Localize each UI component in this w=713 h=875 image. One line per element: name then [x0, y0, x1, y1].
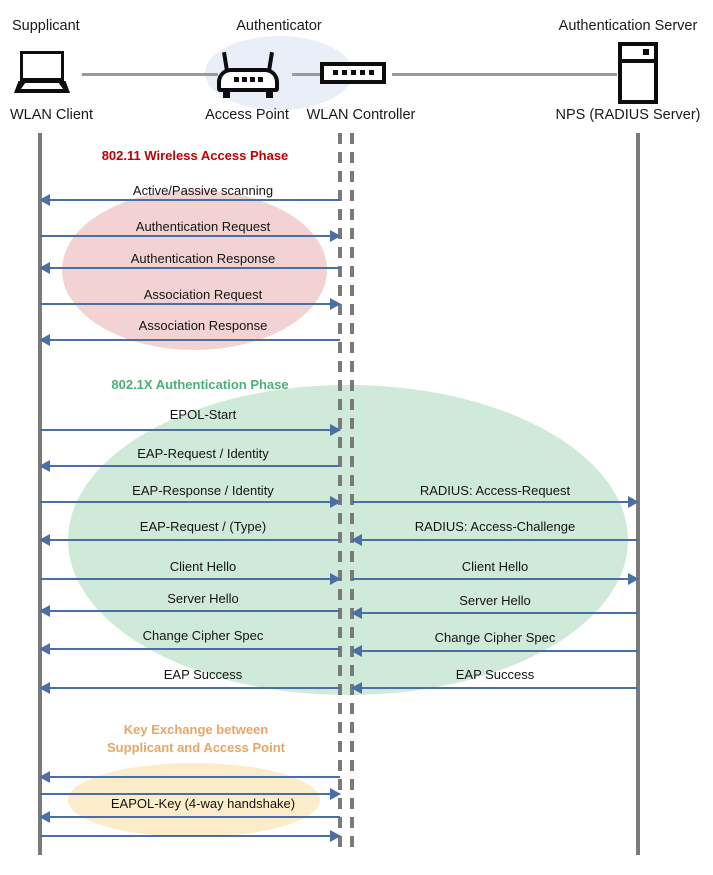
- message-label-right-2: Client Hello: [461, 559, 529, 574]
- message-label-right-4: Change Cipher Spec: [434, 630, 556, 645]
- lifeline-nps-radius-server: [636, 133, 640, 855]
- message-label-right-5: EAP Success: [455, 667, 535, 682]
- message-label-left-7: EAP-Response / Identity: [132, 483, 274, 498]
- wlan-controller-icon: [320, 62, 386, 84]
- message-label-left-11: Change Cipher Spec: [142, 628, 264, 643]
- wire-client-to-ap: [82, 73, 218, 76]
- message-label-left-12: EAP Success: [163, 667, 243, 682]
- message-label-left-10: Server Hello: [167, 591, 239, 606]
- phase-blob-key-exchange: [68, 763, 320, 837]
- node-label-wlan-client: WLAN Client: [10, 107, 93, 123]
- laptop-icon: [14, 51, 70, 93]
- server-icon: [618, 42, 658, 104]
- message-label-left-5: EPOL-Start: [169, 407, 237, 422]
- wire-controller-to-server: [392, 73, 617, 76]
- role-title-authentication-server: Authentication Server: [558, 18, 698, 34]
- access-point-icon: [217, 51, 279, 99]
- role-title-authenticator: Authenticator: [236, 18, 322, 34]
- message-label-left-14: EAPOL-Key (4-way handshake): [110, 796, 296, 811]
- message-label-right-3: Server Hello: [459, 593, 531, 608]
- node-label-wlan-controller: WLAN Controller: [306, 107, 416, 123]
- node-label-access-point: Access Point: [205, 107, 289, 123]
- phase-caption-key-exchange-line1: Key Exchange between: [123, 722, 269, 737]
- phase-caption-802-1x: 802.1X Authentication Phase: [111, 377, 289, 392]
- role-title-supplicant: Supplicant: [12, 18, 80, 34]
- node-label-nps-radius-server: NPS (RADIUS Server): [555, 107, 701, 123]
- message-label-left-1: Authentication Request: [135, 219, 271, 234]
- message-label-right-0: RADIUS: Access-Request: [419, 483, 571, 498]
- lifeline-supplicant: [38, 133, 42, 855]
- message-label-left-6: EAP-Request / Identity: [137, 446, 269, 461]
- message-label-left-8: EAP-Request / (Type): [139, 519, 267, 534]
- message-label-left-4: Association Response: [138, 318, 268, 333]
- message-label-left-3: Association Request: [143, 287, 263, 302]
- wire-ap-to-controller: [292, 73, 320, 76]
- phase-blob-802-11: [62, 190, 327, 350]
- message-label-left-9: Client Hello: [169, 559, 237, 574]
- message-label-left-0: Active/Passive scanning: [132, 183, 274, 198]
- message-label-right-1: RADIUS: Access-Challenge: [414, 519, 576, 534]
- phase-caption-key-exchange: Key Exchange between Supplicant and Acce…: [78, 721, 314, 757]
- phase-caption-key-exchange-line2: Supplicant and Access Point: [107, 740, 285, 755]
- lifeline-wlan-controller: [350, 133, 354, 855]
- lifeline-access-point: [338, 133, 342, 855]
- message-label-left-2: Authentication Response: [130, 251, 276, 266]
- phase-caption-802-11: 802.11 Wireless Access Phase: [101, 148, 289, 163]
